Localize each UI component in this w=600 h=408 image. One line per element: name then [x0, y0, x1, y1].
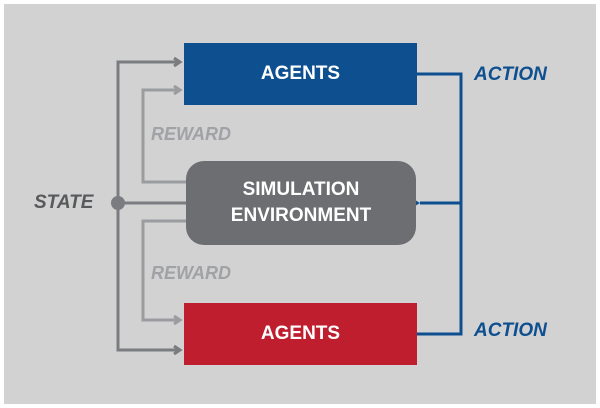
- environment-label-line2: ENVIRONMENT: [230, 205, 372, 226]
- environment-label-line1: SIMULATION: [242, 179, 360, 200]
- agents-bottom-box: AGENTS: [184, 303, 417, 365]
- state-label: STATE: [34, 192, 94, 213]
- state-node: [111, 196, 125, 210]
- action-bottom-label: ACTION: [474, 320, 547, 341]
- action-line-top: [417, 72, 463, 203]
- action-top-label: ACTION: [474, 64, 547, 85]
- reward-line-bottom: [141, 219, 186, 320]
- state-line-bottom: [116, 203, 180, 350]
- reward-top-label: REWARD: [151, 124, 231, 144]
- agents-top-box: AGENTS: [184, 43, 417, 105]
- agents-bottom-label: AGENTS: [260, 323, 341, 344]
- action-connector: [410, 72, 463, 336]
- reward-bottom-label: REWARD: [151, 263, 231, 283]
- reward-connector: [141, 90, 186, 320]
- agents-top-label: AGENTS: [260, 63, 341, 84]
- action-line-bottom: [417, 203, 463, 336]
- state-connector: [111, 62, 186, 350]
- state-line-top: [116, 62, 180, 203]
- simulation-environment-box: SIMULATION ENVIRONMENT: [186, 161, 416, 245]
- reward-line-top: [141, 90, 186, 184]
